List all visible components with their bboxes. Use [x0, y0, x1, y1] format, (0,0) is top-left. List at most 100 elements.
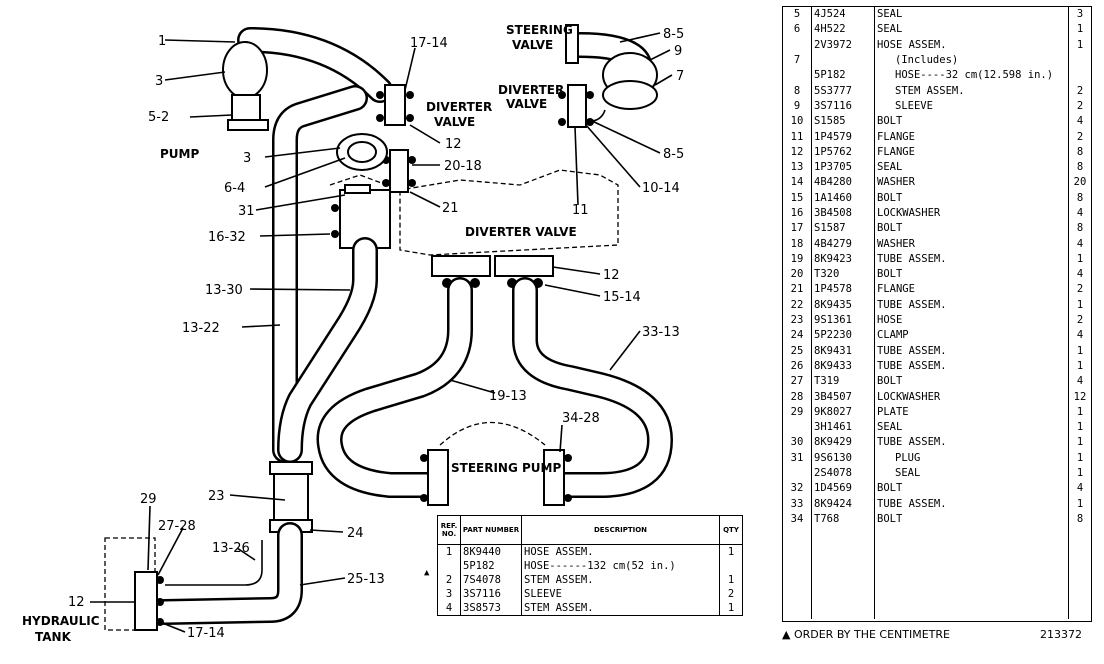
parts-ref — [783, 588, 812, 604]
parts-qty: 1 — [1076, 38, 1084, 51]
label-steering-valve-b: VALVE — [512, 38, 553, 52]
parts-qty: 4 — [1076, 207, 1084, 219]
parts-number: 9S1361 — [811, 312, 875, 329]
parts-number: S1587 — [811, 221, 875, 237]
callout-31: 31 — [238, 204, 255, 219]
parts-description: BOLT — [874, 267, 1069, 283]
parts-description: STEM ASSEM. — [874, 83, 1069, 99]
parts-number: T320 — [811, 267, 875, 283]
parts-qty: 4 — [1076, 268, 1084, 281]
parts-ref — [783, 465, 812, 482]
parts-description: BOLT — [874, 190, 1069, 206]
parts-qty: 4 — [1076, 237, 1084, 250]
parts-description: SEAL — [874, 7, 1069, 23]
parts-ref: 12 — [783, 144, 812, 160]
parts-number: 2S4078 — [811, 465, 875, 482]
label-steering-pump: STEERING PUMP — [451, 461, 561, 475]
parts-number — [811, 542, 875, 558]
hose-parts-ref: ▲ — [424, 559, 461, 578]
parts-description: HOSE ASSEM. — [874, 37, 1069, 53]
parts-number: 9S6130 — [811, 450, 875, 466]
parts-qty: 1 — [1076, 497, 1084, 510]
parts-description: TUBE ASSEM. — [874, 297, 1069, 313]
parts-ref: 22 — [783, 297, 812, 313]
callout-11: 11 — [572, 203, 589, 218]
parts-number: 3H1461 — [811, 420, 875, 436]
parts-description: BOLT — [874, 221, 1069, 237]
parts-qty: 4 — [1076, 375, 1084, 388]
parts-qty: 3 — [1076, 8, 1084, 21]
parts-description: CLAMP — [874, 328, 1069, 344]
parts-description: (Includes) — [874, 52, 1069, 69]
hose-parts-number: 8K9440 — [460, 544, 522, 559]
parts-number: S1585 — [811, 114, 875, 130]
parts-qty: 1 — [1076, 467, 1084, 480]
label-diverter-valve-main: DIVERTER VALVE — [465, 225, 577, 239]
hose-parts-ref: 3 — [438, 587, 461, 601]
parts-description: TUBE ASSEM. — [874, 496, 1069, 512]
parts-qty — [1069, 588, 1092, 603]
parts-qty — [1069, 573, 1092, 588]
parts-row — [783, 542, 1091, 558]
parts-ref: 31 — [783, 450, 812, 466]
parts-description: SLEEVE — [874, 98, 1069, 115]
parts-number: 4H522 — [811, 22, 875, 38]
parts-qty: 1 — [1076, 436, 1084, 449]
parts-number — [811, 572, 875, 589]
parts-qty — [1069, 527, 1092, 542]
parts-description: SEAL — [874, 465, 1069, 482]
parts-qty: 1 — [1076, 421, 1084, 434]
parts-ref: 24 — [783, 328, 812, 344]
hose-parts-number: 7S4078 — [460, 573, 522, 587]
parts-ref: 6 — [783, 22, 812, 38]
parts-qty — [1069, 558, 1092, 573]
parts-description — [874, 542, 1069, 558]
parts-qty: 12 — [1073, 390, 1087, 403]
hose-parts-qty: 1 — [727, 602, 735, 614]
tube-13-22 — [272, 85, 368, 463]
hose-23 — [269, 461, 313, 533]
parts-number: 5S3777 — [811, 83, 875, 99]
parts-number: 4J524 — [811, 7, 875, 23]
callout-13-22: 13-22 — [182, 321, 220, 336]
parts-ref: 20 — [783, 267, 812, 283]
header-ref: REF. NO. — [438, 516, 461, 545]
parts-description — [874, 527, 1069, 543]
parts-ref: 26 — [783, 358, 812, 375]
parts-number: 3S7116 — [811, 98, 875, 115]
parts-ref: 11 — [783, 129, 812, 145]
pump-elbow-hose — [222, 27, 393, 131]
callout-33-13: 33-13 — [642, 325, 680, 340]
callout-3b: 3 — [243, 151, 251, 166]
diverter-flange-upper — [376, 84, 414, 126]
parts-description — [874, 603, 1069, 619]
diverter-elbow — [336, 133, 388, 171]
parts-number: 1D4569 — [811, 481, 875, 497]
parts-row — [783, 527, 1092, 543]
leader-lines — [90, 32, 673, 633]
parts-number: T768 — [811, 511, 875, 528]
parts-row — [783, 603, 1091, 619]
parts-description — [874, 572, 1069, 589]
parts-description: TUBE ASSEM. — [874, 358, 1069, 375]
hose-parts-ref: 4 — [438, 601, 461, 615]
callout-6-4: 6-4 — [224, 181, 245, 196]
parts-number: 5P182 — [811, 68, 875, 84]
drawing-number: 213372 — [1040, 628, 1082, 641]
callout-15-14: 15-14 — [603, 290, 641, 305]
parts-ref — [783, 420, 812, 436]
parts-number: 8K9429 — [811, 435, 875, 451]
parts-description: BOLT — [874, 481, 1069, 497]
